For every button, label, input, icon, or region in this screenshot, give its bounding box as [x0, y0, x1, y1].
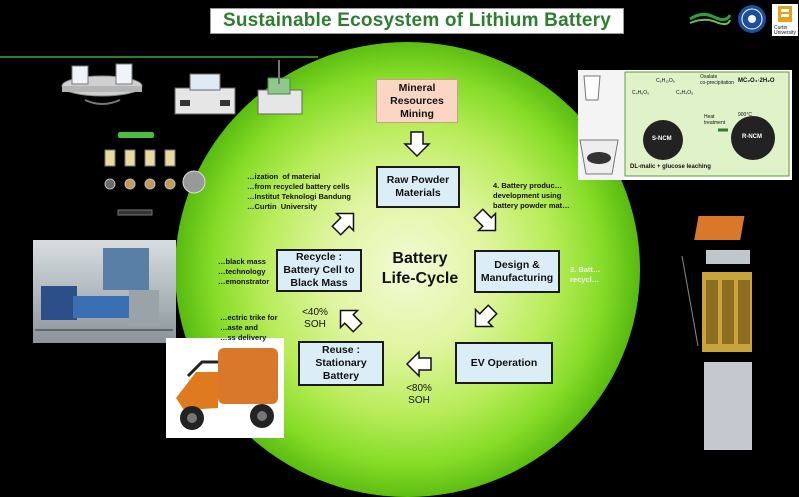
- electric-trike-text: …ectric trike for …aste and …ss delivery: [220, 313, 278, 342]
- s-ncm-particle: [643, 120, 683, 160]
- raw-box-label: Raw Powder Materials: [386, 174, 450, 199]
- electric-trike-photo: [166, 338, 284, 438]
- arrow-ev-to-reuse: [405, 350, 432, 378]
- oxalate-formula-label: MC₂O₄·2H₂O: [738, 78, 775, 84]
- hotplate-stirrer-illustration: [174, 73, 236, 115]
- arrow-design-to-ev: [474, 304, 498, 328]
- leaching-caption: DL-malic + glucose leaching: [630, 164, 711, 170]
- soh-below-40-note: <40% SOH: [302, 307, 328, 330]
- item3-battery-recycling-text: 3. Batt… recycl…: [570, 265, 601, 284]
- title-divider-line: [0, 56, 318, 58]
- item1-material-utilization-text: …ization of material …from recycled batt…: [247, 172, 352, 211]
- soh-below-80-note: <80% SOH: [406, 383, 432, 406]
- heat-temperature-label: 900°C: [738, 112, 752, 118]
- formula-label-1: C₄H₆O₅: [632, 90, 650, 96]
- overhead-stirrer-illustration: [257, 60, 303, 115]
- itb-seal-logo: [738, 5, 766, 33]
- ev-operation-box: EV Operation: [455, 342, 553, 384]
- ev-box-label: EV Operation: [470, 356, 538, 369]
- sample-vials-illustration: [104, 149, 176, 167]
- s-ncm-label: S-NCM: [652, 136, 672, 142]
- arrow-recycle-to-raw: [331, 212, 355, 236]
- recycling-chemistry-scheme: C₄H₆O₅ C₄H₄O₅ C₆H₁₂O₆ Oxalate co-precipi…: [578, 70, 792, 180]
- lab-process-illustrations: [61, 60, 303, 216]
- arrow-mineral-to-raw: [403, 131, 431, 158]
- raw-powder-materials-box: Raw Powder Materials: [376, 166, 460, 208]
- curtin-crest-icon: [778, 6, 792, 22]
- rotating-mixer-illustration: [61, 63, 143, 105]
- arrow-reuse-to-recycle: [339, 309, 363, 333]
- title-banner: Sustainable Ecosystem of Lithium Battery: [210, 8, 624, 34]
- battery-cell-icon: [118, 132, 154, 138]
- reuse-stationary-battery-box: Reuse : Stationary Battery: [298, 341, 384, 386]
- formula-label-3: C₆H₁₂O₆: [656, 78, 675, 84]
- r-ncm-label: R-NCM: [742, 134, 762, 140]
- electrode-strip-icon: [117, 209, 153, 216]
- institution-wave-logo: [689, 12, 732, 26]
- oxalate-coprecipitation-label: Oxalate co-precipitation: [700, 74, 734, 86]
- battery-lifecycle-center-label: Battery Life-Cycle: [381, 250, 459, 287]
- plant-machinery-drawing: [35, 248, 173, 331]
- page-title: Sustainable Ecosystem of Lithium Battery: [222, 10, 612, 31]
- mineral-box-label: Mineral Resources Mining: [390, 81, 444, 120]
- black-mass-technology-text: …black mass …technology …emonstrator: [218, 257, 270, 286]
- curtin-university-logo: Curtin University: [772, 4, 798, 36]
- mineral-resources-mining-box: Mineral Resources Mining: [376, 79, 458, 123]
- black-mass-demonstrator-photo: [33, 240, 176, 343]
- chemistry-scheme-drawing: [578, 70, 790, 180]
- item4-battery-production-text: 4. Battery produc… development using bat…: [493, 181, 570, 210]
- lifecycle-arrows: [331, 131, 498, 378]
- recycle-box-label: Recycle : Battery Cell to Black Mass: [283, 251, 355, 289]
- formula-label-2: C₄H₄O₅: [676, 90, 694, 96]
- design-manufacturing-box: Design & Manufacturing: [474, 250, 560, 293]
- arrow-raw-to-design: [473, 208, 497, 232]
- electric-trike-drawing: [176, 348, 278, 430]
- reuse-box-label: Reuse : Stationary Battery: [315, 344, 367, 382]
- r-ncm-particle: [731, 116, 775, 160]
- design-box-label: Design & Manufacturing: [480, 258, 554, 284]
- recycle-black-mass-box: Recycle : Battery Cell to Black Mass: [276, 249, 362, 292]
- battery-pack-drawing: [681, 216, 752, 450]
- battery-pack-exploded-view: [668, 196, 788, 460]
- powder-dishes-illustration: [104, 170, 206, 194]
- heat-treatment-label: Heat treatment: [704, 114, 726, 126]
- curtin-logo-text: Curtin University: [774, 25, 796, 36]
